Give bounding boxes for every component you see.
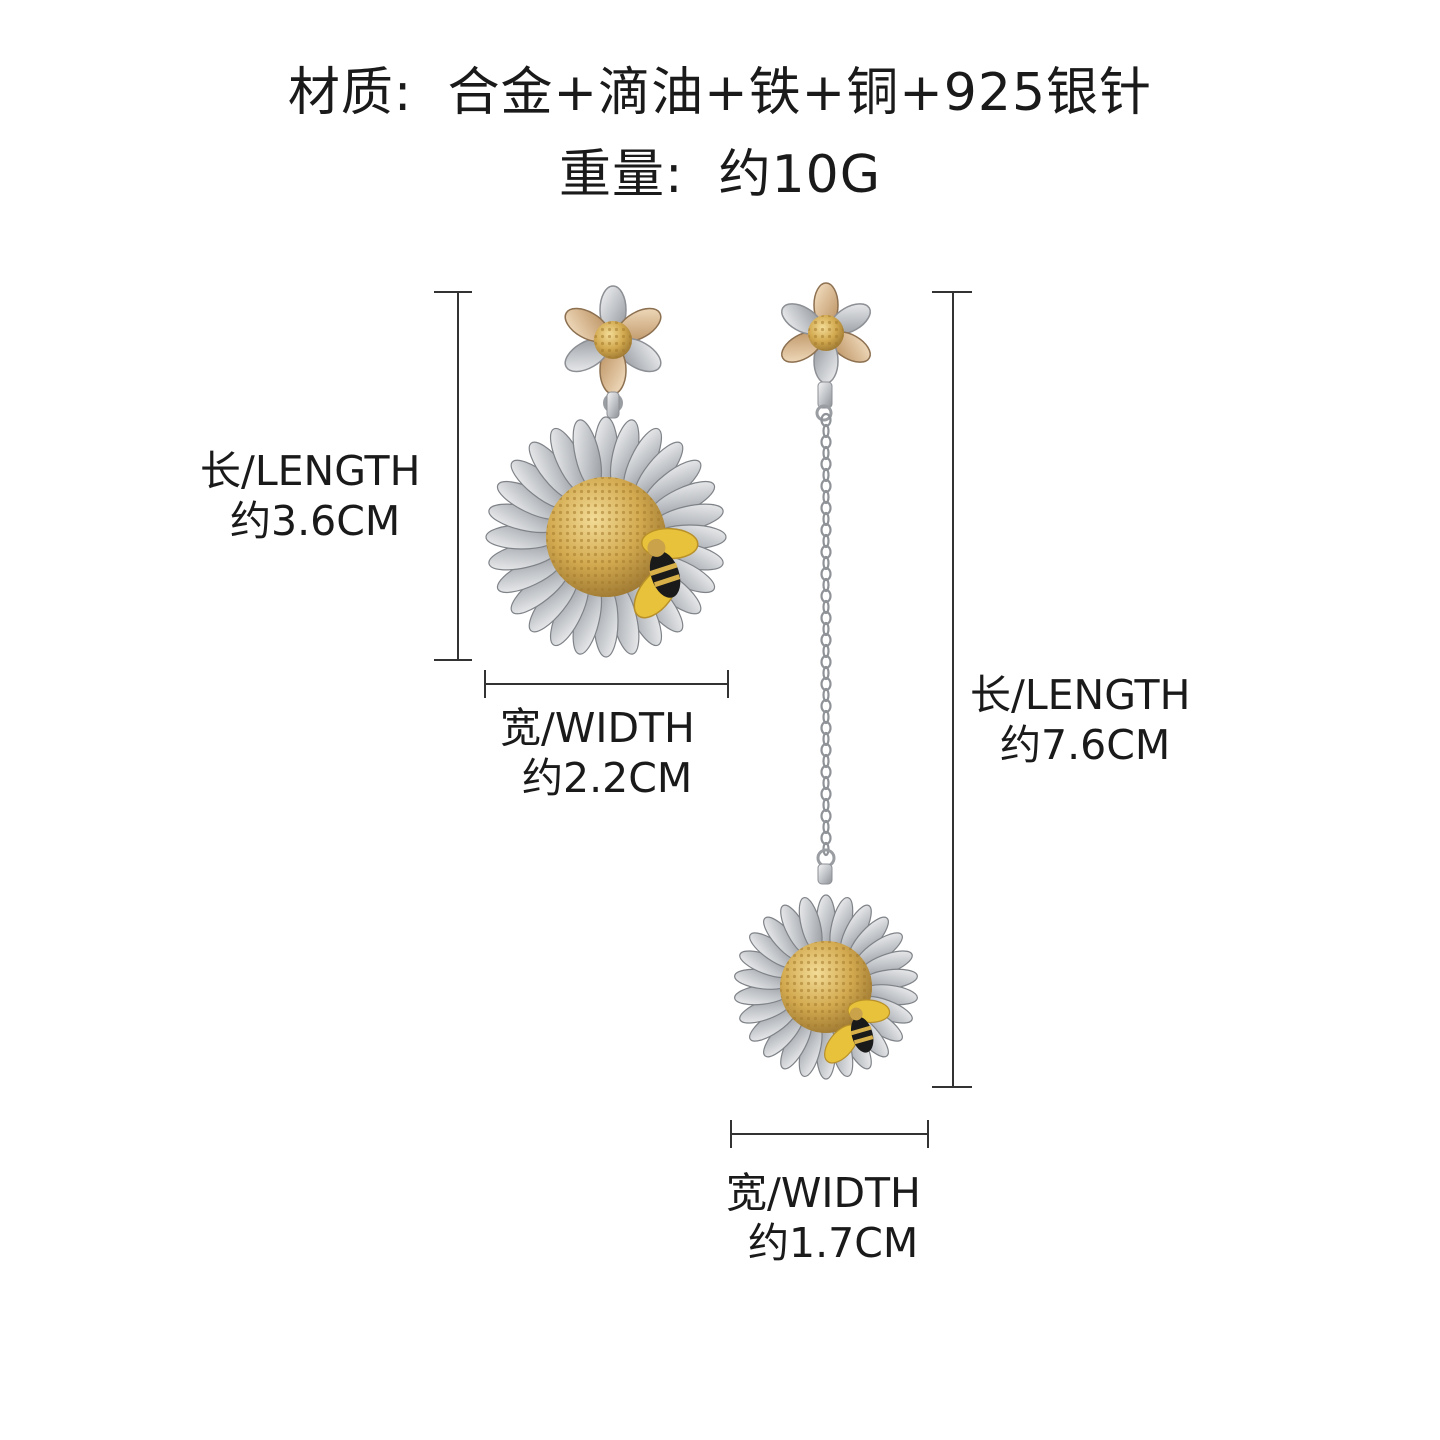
weight-label: 重量: [558,145,684,205]
stud-flower-right [781,282,871,384]
long-width-dimension [730,1120,929,1148]
short-width-dimension [484,670,729,698]
short-length-label: 长/LENGTH 约3.6CM [200,446,420,546]
long-length-title: 长/LENGTH [970,671,1191,719]
bee-charm-right [824,999,891,1064]
daisy-pendant-right [734,894,918,1080]
short-length-title: 长/LENGTH [200,447,421,495]
long-width-label: 宽/WIDTH 约1.7CM [726,1168,921,1268]
bee-charm-left [633,527,699,619]
chain [820,412,832,857]
material-label: 材质: [287,63,413,123]
long-earring [734,282,918,1080]
short-width-title: 宽/WIDTH [500,704,695,752]
long-width-title: 宽/WIDTH [726,1169,921,1217]
weight-value: 约10G [718,145,882,205]
material-line: 材质: 合金+滴油+铁+铜+925银针 [0,50,1440,125]
short-earring [485,285,727,658]
short-length-dimension [434,291,472,661]
short-width-value: 约2.2CM [522,754,693,802]
short-width-label: 宽/WIDTH 约2.2CM [500,703,695,803]
material-value: 合金+滴油+铁+铜+925银针 [447,63,1153,123]
long-width-value: 约1.7CM [748,1219,919,1267]
long-length-dimension [932,291,972,1088]
daisy-pendant-left [485,416,727,658]
weight-line: 重量: 约10G [0,132,1440,207]
long-length-value: 约7.6CM [1000,721,1171,769]
long-length-label: 长/LENGTH 约7.6CM [970,670,1190,770]
stud-flower-left [564,285,662,395]
short-length-value: 约3.6CM [230,497,401,545]
